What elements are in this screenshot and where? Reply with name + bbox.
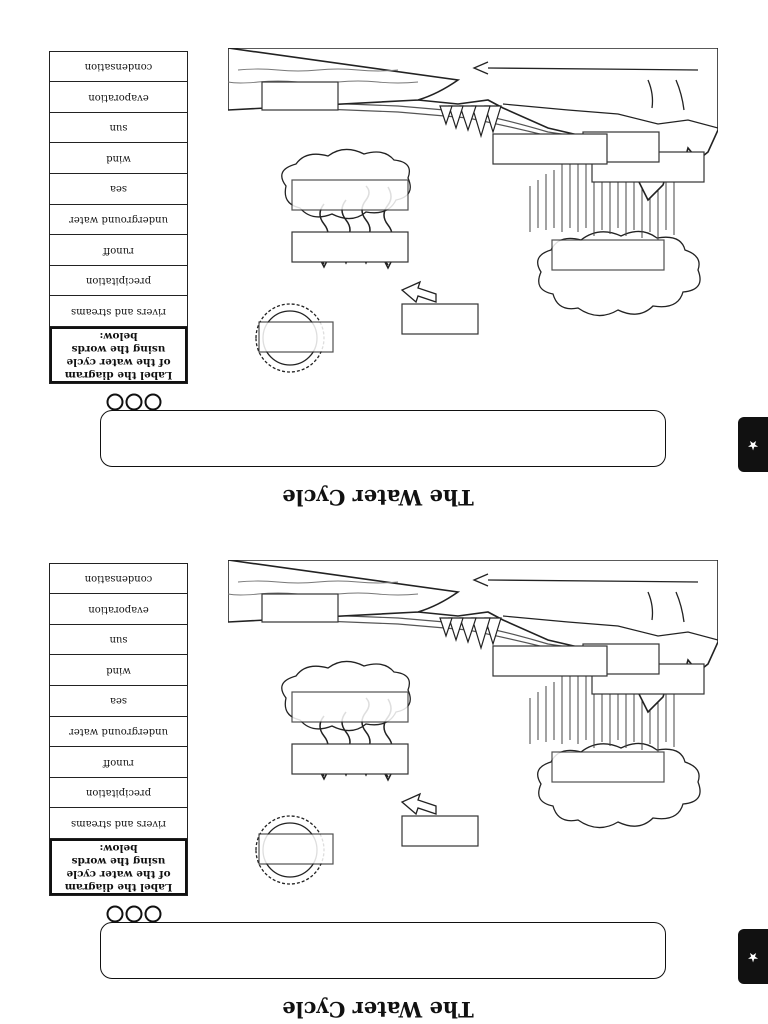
word-bank-item: rivers and streams: [50, 296, 187, 327]
word-bank-item: precipitation: [50, 777, 187, 809]
wind-arrow-icon: [400, 792, 437, 816]
word-bank-item: sea: [50, 686, 187, 717]
tree-icon: [439, 105, 502, 139]
word-bank-item: sea: [50, 174, 187, 205]
rotated-worksheet: The Water Cycle ★ Label the diagram of t…: [0, 512, 768, 1024]
word-bank-item: runoff: [50, 747, 187, 778]
word-bank-item: sun: [50, 624, 187, 656]
word-bank: Label the diagram of the water cycle usi…: [49, 562, 188, 896]
instructions: Label the diagram of the water cycle usi…: [50, 839, 187, 895]
star-icon: ★: [747, 949, 759, 964]
word-bank-item: wind: [50, 143, 187, 175]
instructions: Label the diagram of the water cycle usi…: [50, 327, 187, 383]
worksheet-copy-top: The Water Cycle ★ Label the diagram of t…: [49, 48, 768, 510]
word-bank-item: runoff: [50, 235, 187, 266]
page-title: The Water Cycle: [282, 997, 474, 1022]
water-cycle-diagram: [228, 48, 718, 373]
word-bank: Label the diagram of the water cycle usi…: [49, 50, 188, 384]
page-title: The Water Cycle: [282, 485, 474, 510]
worksheet-copy-bottom: The Water Cycle ★ Label the diagram of t…: [0, 512, 768, 1024]
wind-arrow-icon: [400, 280, 437, 304]
rotated-worksheet: The Water Cycle ★ Label the diagram of t…: [49, 48, 768, 510]
water-cycle-diagram: [228, 560, 718, 885]
word-bank-item: underground water: [50, 204, 187, 236]
tree-icon: [439, 617, 502, 651]
word-bank-item: evaporation: [50, 594, 187, 625]
word-bank-item: evaporation: [50, 82, 187, 113]
underground-arrow-icon: [472, 573, 699, 623]
title-banner: [100, 922, 666, 979]
word-bank-item: precipitation: [50, 265, 187, 297]
star-tab: ★: [738, 929, 768, 984]
word-bank-item: sun: [50, 112, 187, 144]
title-banner: [100, 410, 666, 467]
binder-rings-icon: [106, 905, 162, 923]
word-bank-item: underground water: [50, 716, 187, 748]
binder-rings-icon: [106, 393, 162, 411]
underground-arrow-icon: [472, 61, 699, 111]
word-bank-item: wind: [50, 655, 187, 687]
word-bank-item: condensation: [50, 51, 187, 83]
star-tab: ★: [738, 417, 768, 472]
star-icon: ★: [747, 437, 759, 452]
word-bank-item: rivers and streams: [50, 808, 187, 839]
word-bank-item: condensation: [50, 563, 187, 595]
